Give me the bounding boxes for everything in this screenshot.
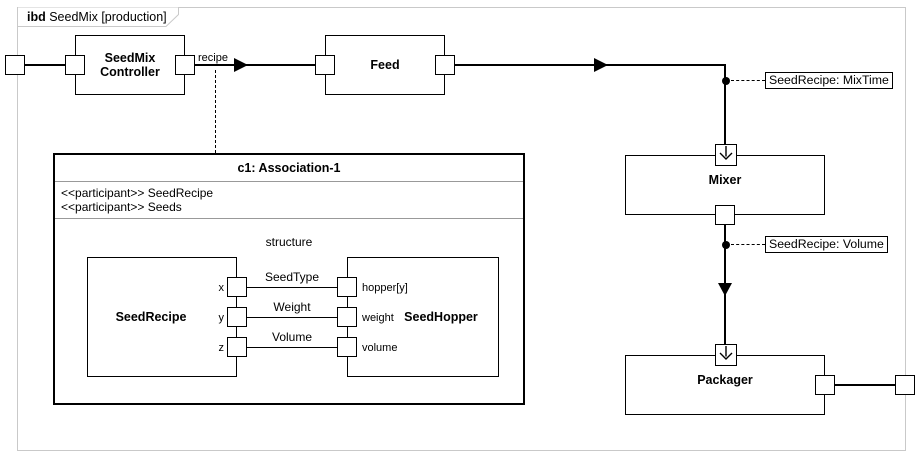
block-seedmix-controller[interactable]: SeedMix Controller: [75, 35, 185, 95]
part-seedhopper-label: SeedHopper: [404, 310, 478, 324]
block-mixer-label: Mixer: [708, 173, 742, 187]
seedhopper-port-hopper[interactable]: [337, 277, 357, 297]
callout-leader-mixtime: [731, 79, 765, 81]
connector-packager-to-boundary[interactable]: [835, 384, 895, 386]
connector-weight[interactable]: [247, 316, 337, 318]
participant-seedrecipe: <<participant>> SeedRecipe: [61, 186, 214, 200]
block-feed[interactable]: Feed: [325, 35, 445, 95]
frame-keyword: ibd: [27, 10, 46, 24]
association-anchor-dashed-line[interactable]: [214, 70, 216, 153]
mixer-top-flow-port[interactable]: [715, 144, 737, 166]
feed-left-port[interactable]: [315, 55, 335, 75]
part-seedhopper[interactable]: SeedHopper: [347, 257, 499, 377]
seedhopper-port-hopper-label: hopper[y]: [362, 282, 408, 294]
recipe-connector-label[interactable]: recipe: [198, 52, 228, 64]
connector-boundary-to-controller[interactable]: [25, 64, 65, 66]
controller-right-port[interactable]: [175, 55, 195, 75]
controller-left-port[interactable]: [65, 55, 85, 75]
connector-weight-label: Weight: [273, 300, 311, 314]
block-packager-label: Packager: [697, 373, 753, 387]
flow-arrowhead-down: [718, 283, 732, 296]
flow-arrowhead-right-2: [594, 58, 608, 72]
association-participants: <<participant>> SeedRecipe <<participant…: [55, 182, 523, 219]
packager-right-port[interactable]: [815, 375, 835, 395]
frame-boundary-port-left[interactable]: [5, 55, 25, 75]
item-flow-dot-mixtime: [721, 76, 730, 85]
seedrecipe-port-x[interactable]: [227, 277, 247, 297]
connector-seedtype[interactable]: [247, 286, 337, 288]
feed-right-port[interactable]: [435, 55, 455, 75]
connector-feed-to-mixer-h[interactable]: [455, 64, 725, 66]
connector-seedtype-label: SeedType: [264, 270, 320, 284]
connector-controller-to-feed[interactable]: [195, 64, 315, 66]
block-feed-label: Feed: [370, 58, 400, 72]
block-seedmix-controller-label: SeedMix Controller: [100, 51, 160, 79]
connector-volume-label: Volume: [271, 330, 313, 344]
callout-volume-text: SeedRecipe: Volume: [769, 237, 884, 251]
flow-direction-down-icon: [719, 146, 733, 160]
seedhopper-port-volume[interactable]: [337, 337, 357, 357]
frame-title: ibd SeedMix [production]: [27, 10, 167, 24]
item-flow-callout-volume[interactable]: SeedRecipe: Volume: [765, 236, 888, 253]
seedhopper-port-weight-label: weight: [362, 312, 394, 324]
connector-feed-to-mixer-v[interactable]: [724, 64, 726, 145]
item-flow-callout-mixtime[interactable]: SeedRecipe: MixTime: [765, 72, 893, 89]
item-flow-dot-volume: [721, 241, 730, 249]
seedrecipe-port-x-label: x: [218, 282, 225, 294]
part-seedrecipe-label: SeedRecipe: [115, 310, 187, 324]
callout-leader-volume: [731, 244, 765, 245]
flow-direction-down-icon: [719, 346, 733, 360]
connector-volume[interactable]: [247, 346, 337, 348]
flow-arrowhead-right-1: [234, 58, 248, 72]
frame-title-text: SeedMix [production]: [45, 10, 167, 24]
seedhopper-port-volume-label: volume: [362, 342, 398, 354]
packager-top-flow-port[interactable]: [715, 344, 737, 366]
frame-boundary-port-right[interactable]: [895, 375, 915, 395]
mixer-bottom-port[interactable]: [715, 205, 735, 225]
structure-compartment-label: structure: [265, 235, 313, 249]
seedrecipe-port-y[interactable]: [227, 307, 247, 327]
seedrecipe-port-y-label: y: [218, 312, 225, 324]
association-title: c1: Association-1: [55, 155, 523, 182]
participant-seeds: <<participant>> Seeds: [61, 200, 182, 214]
seedrecipe-port-z[interactable]: [227, 337, 247, 357]
diagram-frame: [17, 7, 906, 451]
callout-mixtime-text: SeedRecipe: MixTime: [769, 73, 889, 87]
seedhopper-port-weight[interactable]: [337, 307, 357, 327]
part-seedrecipe[interactable]: SeedRecipe: [87, 257, 237, 377]
frame-title-pentagon: [17, 7, 179, 27]
association-block-c1[interactable]: c1: Association-1 <<participant>> SeedRe…: [53, 153, 525, 405]
seedrecipe-port-z-label: z: [218, 342, 225, 354]
